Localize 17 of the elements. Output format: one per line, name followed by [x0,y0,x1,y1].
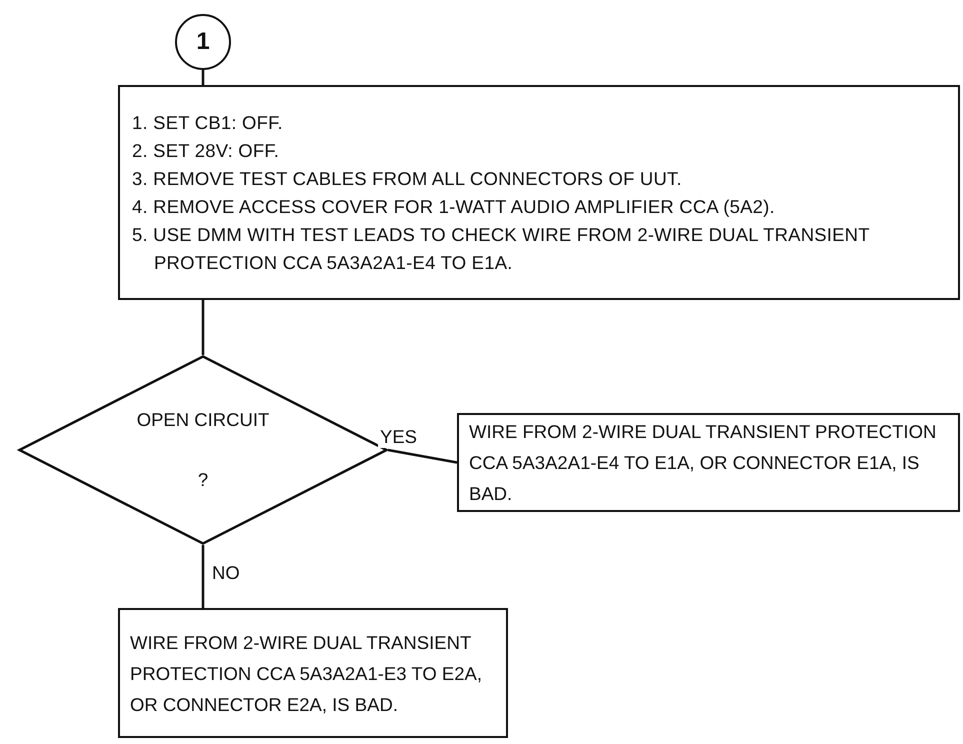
connector-line [388,448,458,464]
connector-line [202,300,204,355]
instruction-text: 4. REMOVE ACCESS COVER FOR 1-WATT AUDIO AMPLIFIER CCA (5A2). [132,194,776,219]
result-text: WIRE FROM 2-WIRE DUAL TRANSIENT PROTECTION CCA 5A3A2A1-E4 TO E1A, OR CONNECTOR E1A, IS BAD. [469,420,938,506]
connector-line [202,70,204,85]
decision-text: OPEN CIRCUIT [136,409,270,431]
result-box [457,413,960,512]
connector-line [202,545,204,608]
decision-text: ? [198,469,208,491]
instruction-text: 2. SET 28V: OFF. [132,138,280,162]
result-text: WIRE FROM 2-WIRE DUAL TRANSIENT PROTECTION CCA 5A3A2A1-E3 TO E2A, OR CONNECTOR E2A, IS BAD. [130,630,483,716]
step-number: 1 [196,28,210,56]
instruction-text: 3. REMOVE TEST CABLES FROM ALL CONNECTORS OF UUT. [132,166,683,190]
instruction-text: 1. SET CB1: OFF. [132,110,284,134]
result-box [118,608,508,738]
process-box [118,85,960,300]
instruction-text: 5. USE DMM WITH TEST LEADS TO CHECK WIRE FROM 2-WIRE DUAL TRANSIENT PROTECTION CCA 5A3A2A1-E4 TO E1A. [132,222,870,274]
